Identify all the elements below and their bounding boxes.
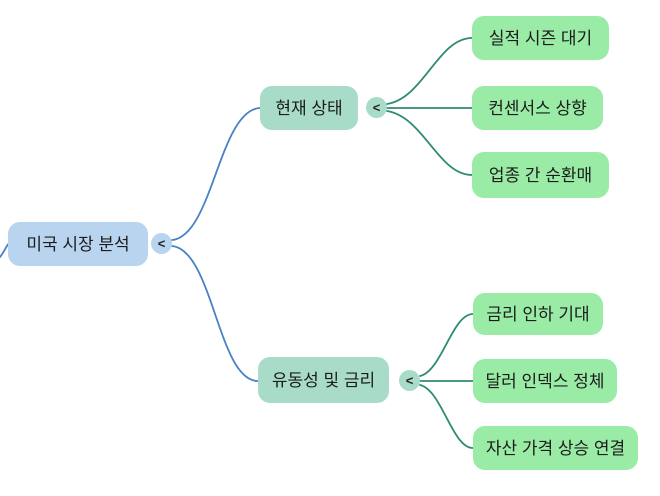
node-leaf-sector-rotation[interactable]: 업종 간 순환매 [472,152,609,198]
edge-root-to-branch-2 [171,245,259,382]
node-leaf-dollar-index-stall[interactable]: 달러 인덱스 정체 [473,359,617,403]
node-leaf-rate-cut-expectation[interactable]: 금리 인하 기대 [473,293,603,335]
node-leaf-consensus-up[interactable]: 컨센서스 상향 [472,86,603,130]
collapse-toggle-root[interactable]: < [151,233,172,254]
edge-branch1-to-leaf-1 [386,37,473,105]
node-branch-current-status[interactable]: 현재 상태 [260,86,358,130]
node-leaf-earnings-season[interactable]: 실적 시즌 대기 [472,16,609,60]
edge-root-to-branch-1 [171,107,261,241]
edge-branch2-to-leaf-1 [419,313,474,377]
node-branch-liquidity-rates[interactable]: 유동성 및 금리 [258,357,389,403]
node-leaf-asset-price-link[interactable]: 자산 가격 상승 연결 [473,426,638,470]
edge-branch2-to-leaf-3 [419,384,474,449]
node-root[interactable]: 미국 시장 분석 [8,222,148,266]
edge-branch1-to-leaf-3 [386,110,473,176]
collapse-toggle-branch-1[interactable]: < [366,97,387,118]
collapse-toggle-branch-2[interactable]: < [399,370,420,391]
